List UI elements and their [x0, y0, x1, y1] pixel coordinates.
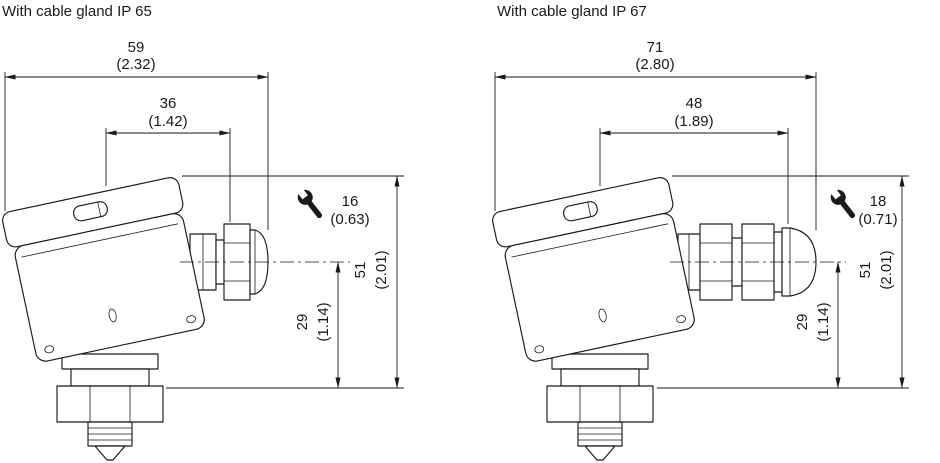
- dim-gland-in: (1.42): [148, 113, 187, 130]
- wrench-size-in: (0.63): [330, 211, 369, 228]
- wrench-size-in: (0.71): [858, 211, 897, 228]
- probe-tip: [94, 445, 126, 461]
- dim-total-height: 51 (2.01): [166, 175, 404, 389]
- wrench-icon: [295, 186, 323, 219]
- figure-ip65-drawing: 59 (2.32) 36 (1.42) 51 (2.01) 29 (1.14): [2, 39, 404, 461]
- wrench-icon: [828, 186, 856, 219]
- dim-overall-width: 59 (2.32): [4, 39, 269, 230]
- wrench-size-label: 16 (0.63): [330, 193, 369, 228]
- hex-nut: [56, 385, 164, 423]
- wrench-size-mm: 18: [870, 193, 887, 210]
- figure-ip67-drawing: 71 (2.80) 48 (1.89) 51 (2.01) 29 (1.14): [492, 39, 909, 461]
- dim-gland-in: (1.89): [674, 113, 713, 130]
- figure-title-ip67: With cable gland IP 67: [497, 3, 647, 20]
- dim-center-mm: 29: [294, 314, 311, 331]
- dim-center-height: 29 (1.14): [794, 261, 841, 389]
- dim-overall-mm: 71: [647, 39, 664, 56]
- dim-center-in: (1.14): [815, 302, 832, 341]
- dim-height-mm: 51: [857, 262, 874, 279]
- dim-gland-mm: 48: [686, 95, 703, 112]
- dim-overall-width: 71 (2.80): [494, 39, 817, 230]
- dim-height-in: (2.01): [373, 250, 390, 289]
- mounting-ear-left: [44, 345, 55, 354]
- wrench-size-label: 18 (0.71): [858, 193, 897, 228]
- mounting-ear-right: [676, 315, 686, 324]
- mounting-ear-left: [534, 345, 545, 354]
- dim-overall-in: (2.32): [116, 56, 155, 73]
- housing-hole: [108, 308, 117, 323]
- dim-center-in: (1.14): [315, 302, 332, 341]
- figure-title-ip65: With cable gland IP 65: [2, 3, 152, 20]
- dim-center-mm: 29: [794, 314, 811, 331]
- mounting-ear-right: [186, 315, 196, 324]
- housing-body: [504, 213, 695, 362]
- housing-body: [14, 213, 205, 362]
- dim-gland-length: 36 (1.42): [105, 95, 231, 222]
- dim-gland-length: 48 (1.89): [599, 95, 789, 224]
- dim-overall-in: (2.80): [635, 56, 674, 73]
- probe-tip: [584, 445, 616, 461]
- dim-center-height: 29 (1.14): [294, 261, 341, 389]
- wrench-size-mm: 16: [342, 193, 359, 210]
- dim-gland-mm: 36: [160, 95, 177, 112]
- connection-head-housing: [492, 177, 695, 362]
- dim-overall-mm: 59: [128, 39, 145, 56]
- process-connection: [56, 353, 164, 461]
- hex-nut: [546, 385, 654, 423]
- housing-hole: [598, 308, 607, 323]
- connection-head-housing: [2, 177, 205, 362]
- process-connection: [546, 353, 654, 461]
- dim-height-mm: 51: [352, 262, 369, 279]
- dim-total-height: 51 (2.01): [657, 175, 909, 389]
- dim-height-in: (2.01): [878, 250, 895, 289]
